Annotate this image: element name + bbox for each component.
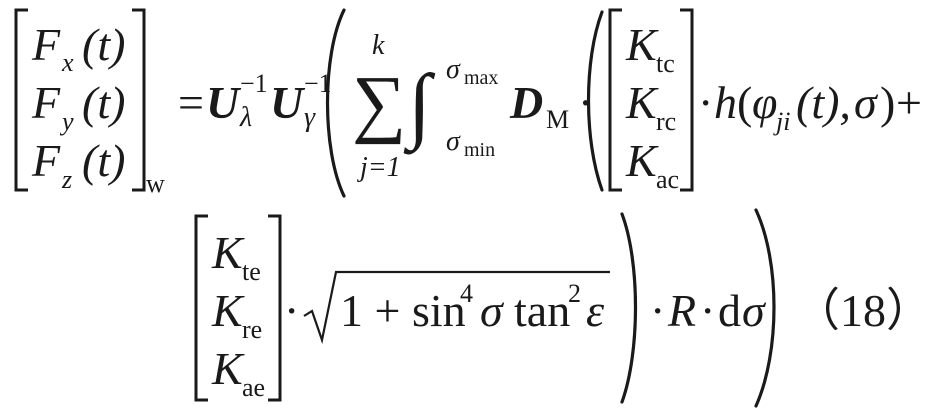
sin-exponent: 4 <box>460 279 473 308</box>
lhs-bracket-right <box>132 8 146 192</box>
inner-paren-right <box>620 212 638 404</box>
lhs-arg-z: (t) <box>82 135 125 186</box>
k-te: K <box>211 227 245 278</box>
lhs-sub-z: z <box>61 165 72 194</box>
dot-operator: · <box>698 77 713 128</box>
k-tc-subscript: tc <box>656 49 675 78</box>
dot-operator: · <box>578 77 593 128</box>
lhs-sub-w: w <box>146 169 165 198</box>
ke-bracket-right <box>268 214 282 402</box>
d-matrix-subscript: M <box>546 105 569 134</box>
r-radius: R <box>667 285 696 336</box>
lhs-f: F <box>31 77 61 128</box>
int-upper-sigma: σ <box>446 54 461 85</box>
k-ac: K <box>625 135 659 186</box>
int-lower-sigma: σ <box>446 126 461 157</box>
kc-bracket-left <box>608 8 622 192</box>
summation-symbol: ∑ <box>352 61 406 145</box>
k-rc: K <box>625 77 659 128</box>
dot-operator: · <box>650 285 665 336</box>
h-close-paren: ) <box>880 77 895 128</box>
d-matrix: D <box>509 77 543 128</box>
lhs-arg-y: (t) <box>82 77 125 128</box>
lhs-f: F <box>31 19 61 70</box>
sqrt-radical <box>303 270 610 345</box>
int-upper-max: max <box>464 67 498 89</box>
tan-function: tan <box>514 285 570 336</box>
k-ac-subscript: ac <box>656 165 679 194</box>
sigma-argument: σ <box>854 77 879 128</box>
outer-paren-left <box>325 8 346 198</box>
gamma-subscript: γ <box>304 102 316 133</box>
ke-bracket-left <box>194 214 208 402</box>
k-ae: K <box>211 343 245 394</box>
lhs-bracket-left <box>14 8 28 192</box>
h-open-paren: ( <box>737 77 752 128</box>
sqrt-one-plus-sin: 1 + sin <box>340 285 466 336</box>
plus-operator: + <box>896 77 922 128</box>
lhs-f: F <box>31 135 61 186</box>
u-gamma: U <box>270 77 306 128</box>
epsilon-symbol: ε <box>586 285 605 336</box>
k-re-subscript: re <box>242 315 262 344</box>
k-rc-subscript: rc <box>656 107 676 136</box>
equals-sign: = <box>178 77 204 128</box>
phi-argument: (t), <box>796 77 851 128</box>
h-function: h <box>714 77 737 128</box>
k-te-subscript: te <box>242 257 261 286</box>
lhs-arg-x: (t) <box>82 19 125 70</box>
integral-symbol: ∫ <box>403 58 436 155</box>
sum-upper-limit: k <box>372 30 385 61</box>
phi-symbol: φ <box>752 77 777 128</box>
k-re: K <box>211 285 245 336</box>
d-differential: d <box>718 285 741 336</box>
u-lambda: U <box>206 77 242 128</box>
dot-operator: · <box>700 285 715 336</box>
int-lower-min: min <box>464 139 495 161</box>
outer-paren-right <box>754 208 776 408</box>
u-lambda-inverse: −1 <box>240 69 268 98</box>
tan-exponent: 2 <box>568 279 581 308</box>
lhs-sub-x: x <box>61 48 74 77</box>
k-ae-subscript: ae <box>242 373 265 402</box>
sigma-in-sqrt: σ <box>480 285 505 336</box>
lhs-sub-y: y <box>59 107 74 136</box>
dot-operator: · <box>284 285 299 336</box>
kc-bracket-right <box>680 8 694 192</box>
phi-subscript: ji <box>773 107 790 136</box>
lambda-subscript: λ <box>239 102 252 133</box>
equation-number: （18） <box>794 285 932 336</box>
sum-lower-limit: j=1 <box>357 152 401 183</box>
inner-paren-left <box>586 10 604 192</box>
k-tc: K <box>625 19 659 70</box>
sigma-differential: σ <box>742 285 767 336</box>
